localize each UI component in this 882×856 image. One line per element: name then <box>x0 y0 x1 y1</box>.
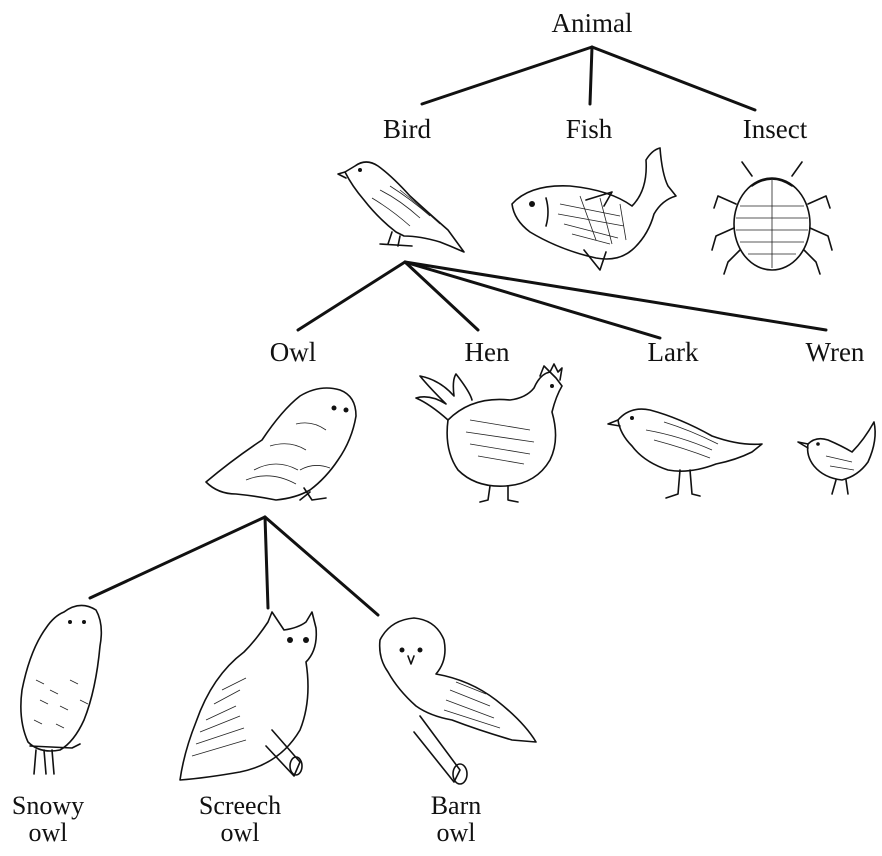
node-snowy-owl: Snowy owl <box>0 792 96 846</box>
node-wren: Wren <box>788 337 882 367</box>
node-animal: Animal <box>540 8 644 38</box>
node-bird: Bird <box>362 114 452 144</box>
edge-animal-bird <box>422 47 592 104</box>
node-barn-owl-line1: Barn <box>416 792 496 819</box>
edge-animal-fish <box>590 47 592 104</box>
edge-owl-barn <box>265 517 378 615</box>
edge-owl-snowy <box>90 517 265 598</box>
edge-animal-insect <box>592 47 755 110</box>
screech-owl-illustration <box>180 612 316 780</box>
node-barn-owl-line2: owl <box>416 819 496 846</box>
node-screech-owl-line2: owl <box>182 819 298 846</box>
node-snowy-owl-line1: Snowy <box>0 792 96 819</box>
node-fish: Fish <box>544 114 634 144</box>
edge-owl-screech <box>265 517 268 608</box>
lark-illustration <box>608 409 762 498</box>
insect-illustration <box>712 162 832 274</box>
fish-illustration <box>512 148 676 270</box>
node-hen: Hen <box>444 337 530 367</box>
barn-owl-illustration <box>380 618 536 784</box>
node-lark: Lark <box>630 337 716 367</box>
edge-bird-lark <box>405 262 660 338</box>
snowy-owl-illustration <box>21 605 101 774</box>
node-snowy-owl-line2: owl <box>0 819 96 846</box>
node-screech-owl: Screech owl <box>182 792 298 846</box>
node-owl: Owl <box>250 337 336 367</box>
owl-illustration <box>206 388 356 500</box>
tree-edges <box>90 47 826 615</box>
bird-illustration <box>338 162 464 252</box>
edge-bird-owl <box>298 262 405 330</box>
node-barn-owl: Barn owl <box>416 792 496 846</box>
hen-illustration <box>416 364 562 502</box>
node-insect: Insect <box>720 114 830 144</box>
wren-illustration <box>798 422 875 494</box>
node-screech-owl-line1: Screech <box>182 792 298 819</box>
